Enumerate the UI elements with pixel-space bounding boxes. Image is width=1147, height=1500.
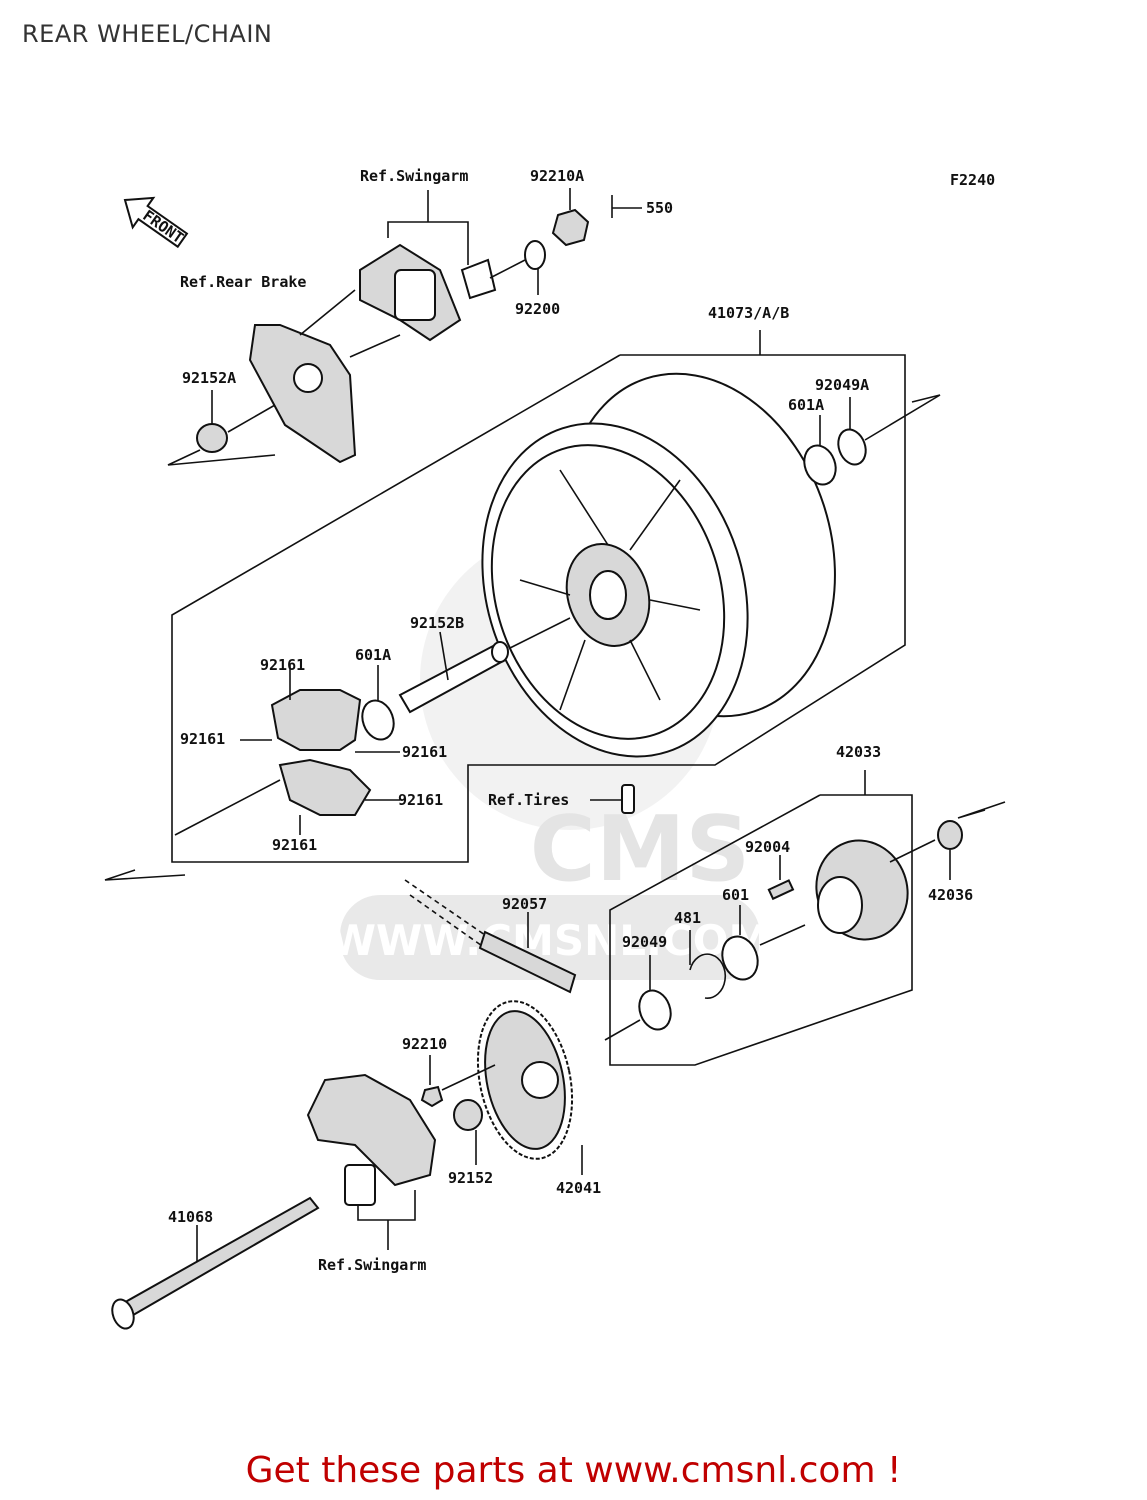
- nut-92210A: [551, 208, 590, 247]
- chain-adjuster-lower: [306, 1073, 437, 1206]
- label-92161-right2: 92161: [398, 791, 443, 809]
- label-92161-right1: 92161: [402, 743, 447, 761]
- watermark-url: WWW.CMSNL.COM: [330, 916, 771, 965]
- label-ref-rear-brake: Ref.Rear Brake: [180, 273, 306, 291]
- axle-41068: [111, 1196, 320, 1330]
- label-92200: 92200: [515, 300, 560, 318]
- bearing-601A-right: [803, 444, 837, 486]
- label-41068: 41068: [168, 1208, 213, 1226]
- bearing-601: [721, 935, 759, 981]
- label-42033: 42033: [836, 743, 881, 761]
- parts-diagram: CMS WWW.CMSNL.COM FRONT F2240: [104, 167, 1006, 1330]
- label-92049: 92049: [622, 933, 667, 951]
- collar-92152A: [196, 423, 228, 453]
- label-42036: 42036: [928, 886, 973, 904]
- collar-92152: [453, 1099, 483, 1131]
- label-92049A: 92049A: [815, 376, 869, 394]
- front-arrow-icon: FRONT: [123, 196, 189, 249]
- label-481: 481: [674, 909, 701, 927]
- nut-92210: [420, 1085, 444, 1108]
- label-ref-swingarm-top: Ref.Swingarm: [360, 167, 468, 185]
- label-92161-left: 92161: [180, 730, 225, 748]
- label-92161-bottom: 92161: [272, 836, 317, 854]
- page-title: REAR WHEEL/CHAIN: [22, 20, 273, 48]
- label-92004: 92004: [745, 838, 790, 856]
- label-92152B: 92152B: [410, 614, 464, 632]
- rear-wheel-41073: [481, 372, 836, 758]
- circlip-481: [689, 953, 727, 999]
- label-92152: 92152: [448, 1169, 493, 1187]
- cta-link[interactable]: Get these parts at www.cmsnl.com !: [245, 1450, 902, 1491]
- bearing-601A-left: [361, 699, 395, 741]
- label-601: 601: [722, 886, 749, 904]
- washer-92200: [524, 240, 546, 270]
- spacer-92152B: [398, 641, 509, 714]
- label-41073: 41073/A/B: [708, 304, 789, 322]
- damper-rubbers-92161: [270, 689, 372, 816]
- seal-92049A: [837, 428, 867, 466]
- seal-92049: [638, 989, 672, 1031]
- label-ref-tires: Ref.Tires: [488, 791, 569, 809]
- label-42041: 42041: [556, 1179, 601, 1197]
- label-601A-right: 601A: [788, 396, 824, 414]
- chain-92057: [404, 879, 577, 994]
- collar-42036: [937, 820, 963, 850]
- label-601A-left: 601A: [355, 646, 391, 664]
- valve-tire: [621, 784, 635, 814]
- front-arrow-label: FRONT: [139, 206, 186, 247]
- label-550: 550: [646, 199, 673, 217]
- label-92210A: 92210A: [530, 167, 584, 185]
- diagram-code: F2240: [950, 171, 995, 189]
- label-ref-swingarm-bottom: Ref.Swingarm: [318, 1256, 426, 1274]
- label-92161-top: 92161: [260, 656, 305, 674]
- label-92057: 92057: [502, 895, 547, 913]
- chain-adjuster-upper: [359, 243, 497, 342]
- stud-92004: [767, 879, 795, 901]
- sprocket-hub-42033: [815, 839, 909, 941]
- rear-brake-bracket: [248, 324, 357, 464]
- label-92152A: 92152A: [182, 369, 236, 387]
- watermark-brand: CMS: [530, 797, 750, 902]
- rear-sprocket-42041: [476, 1000, 574, 1160]
- label-92210: 92210: [402, 1035, 447, 1053]
